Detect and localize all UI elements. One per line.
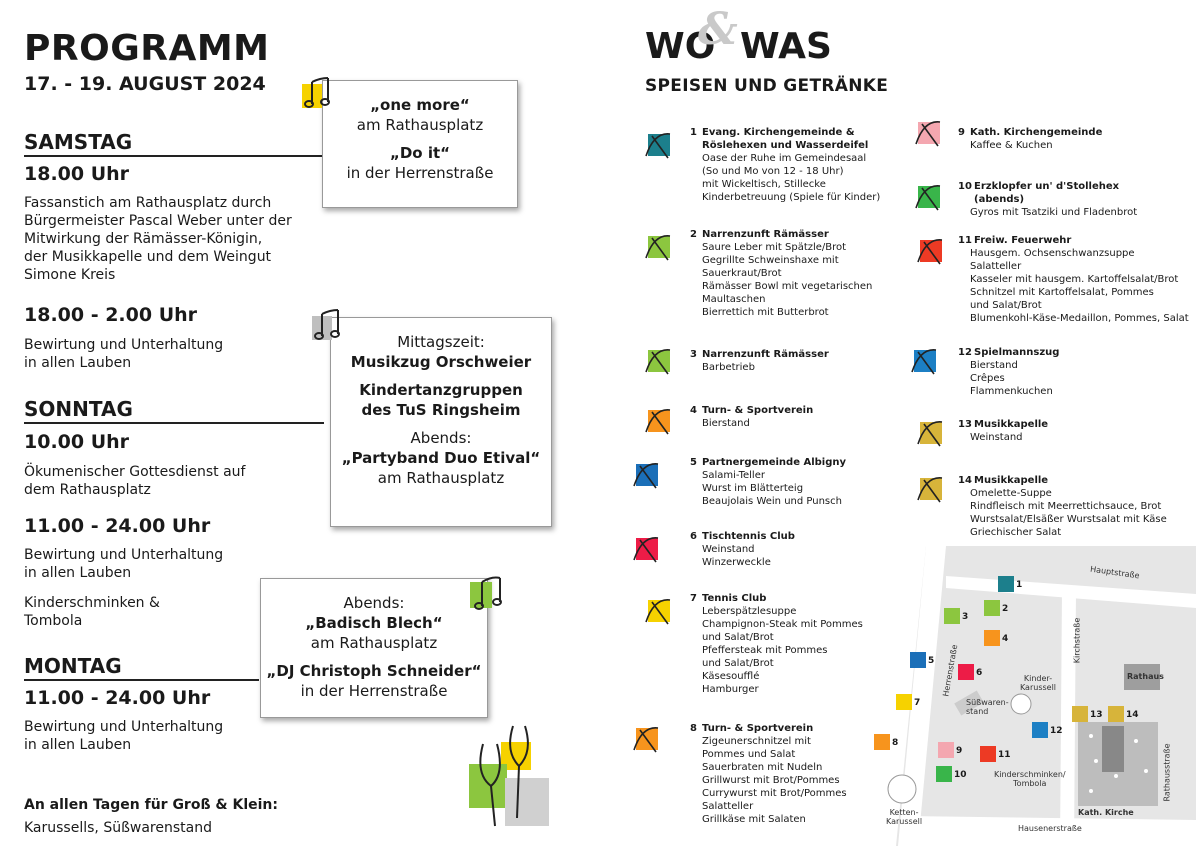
cross-icon bbox=[640, 126, 678, 164]
map-marker bbox=[998, 576, 1014, 592]
divider bbox=[24, 679, 259, 681]
map-marker-number: 2 bbox=[1002, 604, 1009, 614]
map-marker-number: 14 bbox=[1126, 710, 1139, 720]
map-marker-number: 4 bbox=[1002, 634, 1009, 644]
map-marker-number: 6 bbox=[976, 668, 983, 678]
map-marker-number: 13 bbox=[1090, 710, 1103, 720]
day-sonntag: SONNTAG bbox=[24, 397, 133, 421]
tennis-ball-icon bbox=[640, 592, 678, 630]
map-marker bbox=[936, 766, 952, 782]
map-marker bbox=[910, 652, 926, 668]
event-time: 11.00 - 24.00 Uhr bbox=[24, 515, 211, 537]
footer-heading: An allen Tagen für Groß & Klein: bbox=[24, 797, 278, 813]
map-marker bbox=[984, 600, 1000, 616]
horn-icon bbox=[912, 470, 950, 508]
drum-icon bbox=[906, 342, 944, 380]
map-marker-number: 1 bbox=[1016, 580, 1023, 590]
map-marker bbox=[896, 694, 912, 710]
program-box-montag: Abends: „Badisch Blech“ am Rathausplatz … bbox=[260, 578, 488, 718]
programm-title: PROGRAMM bbox=[24, 28, 270, 69]
map-marker-number: 7 bbox=[914, 698, 921, 708]
wowas-title-was: WAS bbox=[740, 26, 832, 67]
program-box-samstag: „one more“ am Rathausplatz „Do it“ in de… bbox=[322, 80, 518, 208]
wine-glass-icon bbox=[912, 414, 950, 452]
event-text: Bewirtung und Unterhaltung in allen Laub… bbox=[24, 719, 224, 753]
map-marker bbox=[938, 742, 954, 758]
day-montag: MONTAG bbox=[24, 654, 122, 678]
map-marker bbox=[1072, 706, 1088, 722]
map-marker-number: 11 bbox=[998, 750, 1011, 760]
map-marker-number: 9 bbox=[956, 746, 963, 756]
map-marker bbox=[984, 630, 1000, 646]
map-marker bbox=[874, 734, 890, 750]
map-marker-number: 8 bbox=[892, 738, 899, 748]
event-text: Bewirtung und Unterhaltung in allen Laub… bbox=[24, 337, 224, 371]
programm-date: 17. - 19. AUGUST 2024 bbox=[24, 73, 266, 95]
event-text: Bewirtung und Unterhaltung in allen Laub… bbox=[24, 547, 224, 581]
divider bbox=[24, 155, 324, 157]
beer-mug-icon bbox=[640, 402, 678, 440]
program-box-sonntag: Mittagszeit: Musikzug Orschweier Kindert… bbox=[330, 317, 552, 527]
event-text: Fassanstich am Rathausplatz durch Bürger… bbox=[24, 195, 292, 283]
wowas-subtitle: SPEISEN UND GETRÄNKE bbox=[645, 76, 889, 96]
event-time: 10.00 Uhr bbox=[24, 431, 130, 453]
event-time: 11.00 - 24.00 Uhr bbox=[24, 687, 211, 709]
witch-hat-icon bbox=[910, 178, 948, 216]
day-samstag: SAMSTAG bbox=[24, 130, 133, 154]
wowas-title-amp: & bbox=[698, 4, 738, 55]
glass-icon bbox=[640, 342, 678, 380]
jester-hat-icon bbox=[640, 228, 678, 266]
music-note-icon bbox=[312, 309, 340, 340]
map-marker bbox=[1108, 706, 1124, 722]
wowas-title-wo: WO bbox=[645, 26, 716, 67]
map-marker bbox=[958, 664, 974, 680]
music-note-icon bbox=[470, 576, 502, 610]
site-map: Hauptstraße Herrenstraße Kirchstraße Rat… bbox=[866, 546, 1196, 846]
map-marker bbox=[944, 608, 960, 624]
footer-text: Karussells, Süßwarenstand bbox=[24, 820, 212, 836]
map-marker-number: 3 bbox=[962, 612, 969, 622]
map-marker-number: 12 bbox=[1050, 726, 1063, 736]
wine-glasses-icon bbox=[469, 725, 549, 827]
map-marker bbox=[980, 746, 996, 762]
event-text: Kinderschminken & Tombola bbox=[24, 595, 160, 629]
church-icon bbox=[910, 114, 948, 152]
event-time: 18.00 - 2.00 Uhr bbox=[24, 304, 198, 326]
beret-icon bbox=[628, 456, 666, 494]
map-marker bbox=[1032, 722, 1048, 738]
spiral-icon bbox=[628, 720, 666, 758]
map-marker-number: 5 bbox=[928, 656, 935, 666]
event-time: 18.00 Uhr bbox=[24, 163, 130, 185]
event-text: Ökumenischer Gottesdienst auf dem Rathau… bbox=[24, 464, 246, 498]
divider bbox=[24, 422, 324, 424]
music-note-icon bbox=[302, 77, 330, 108]
map-marker-number: 10 bbox=[954, 770, 967, 780]
paddle-icon bbox=[628, 530, 666, 568]
helmet-icon bbox=[912, 232, 950, 270]
